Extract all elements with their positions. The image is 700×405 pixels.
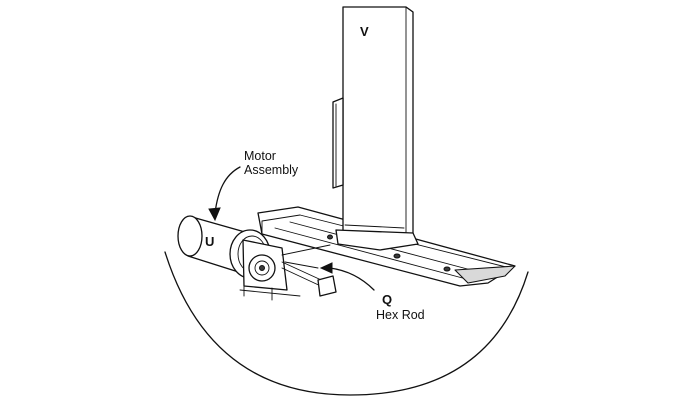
motor-callout-line2: Assembly <box>244 163 299 177</box>
column-letter: V <box>360 24 369 39</box>
hex-rod-callout <box>319 262 375 291</box>
hex-rod-label: Hex Rod <box>376 308 425 322</box>
motor-assembly-callout <box>208 166 241 222</box>
motor-letter: U <box>205 234 214 249</box>
motor-assembly-u <box>177 215 337 301</box>
hex-rod-letter: Q <box>382 292 392 307</box>
motor-callout-line1: Motor <box>244 149 276 163</box>
column-v <box>332 6 419 251</box>
detail-view-outline <box>164 251 529 396</box>
